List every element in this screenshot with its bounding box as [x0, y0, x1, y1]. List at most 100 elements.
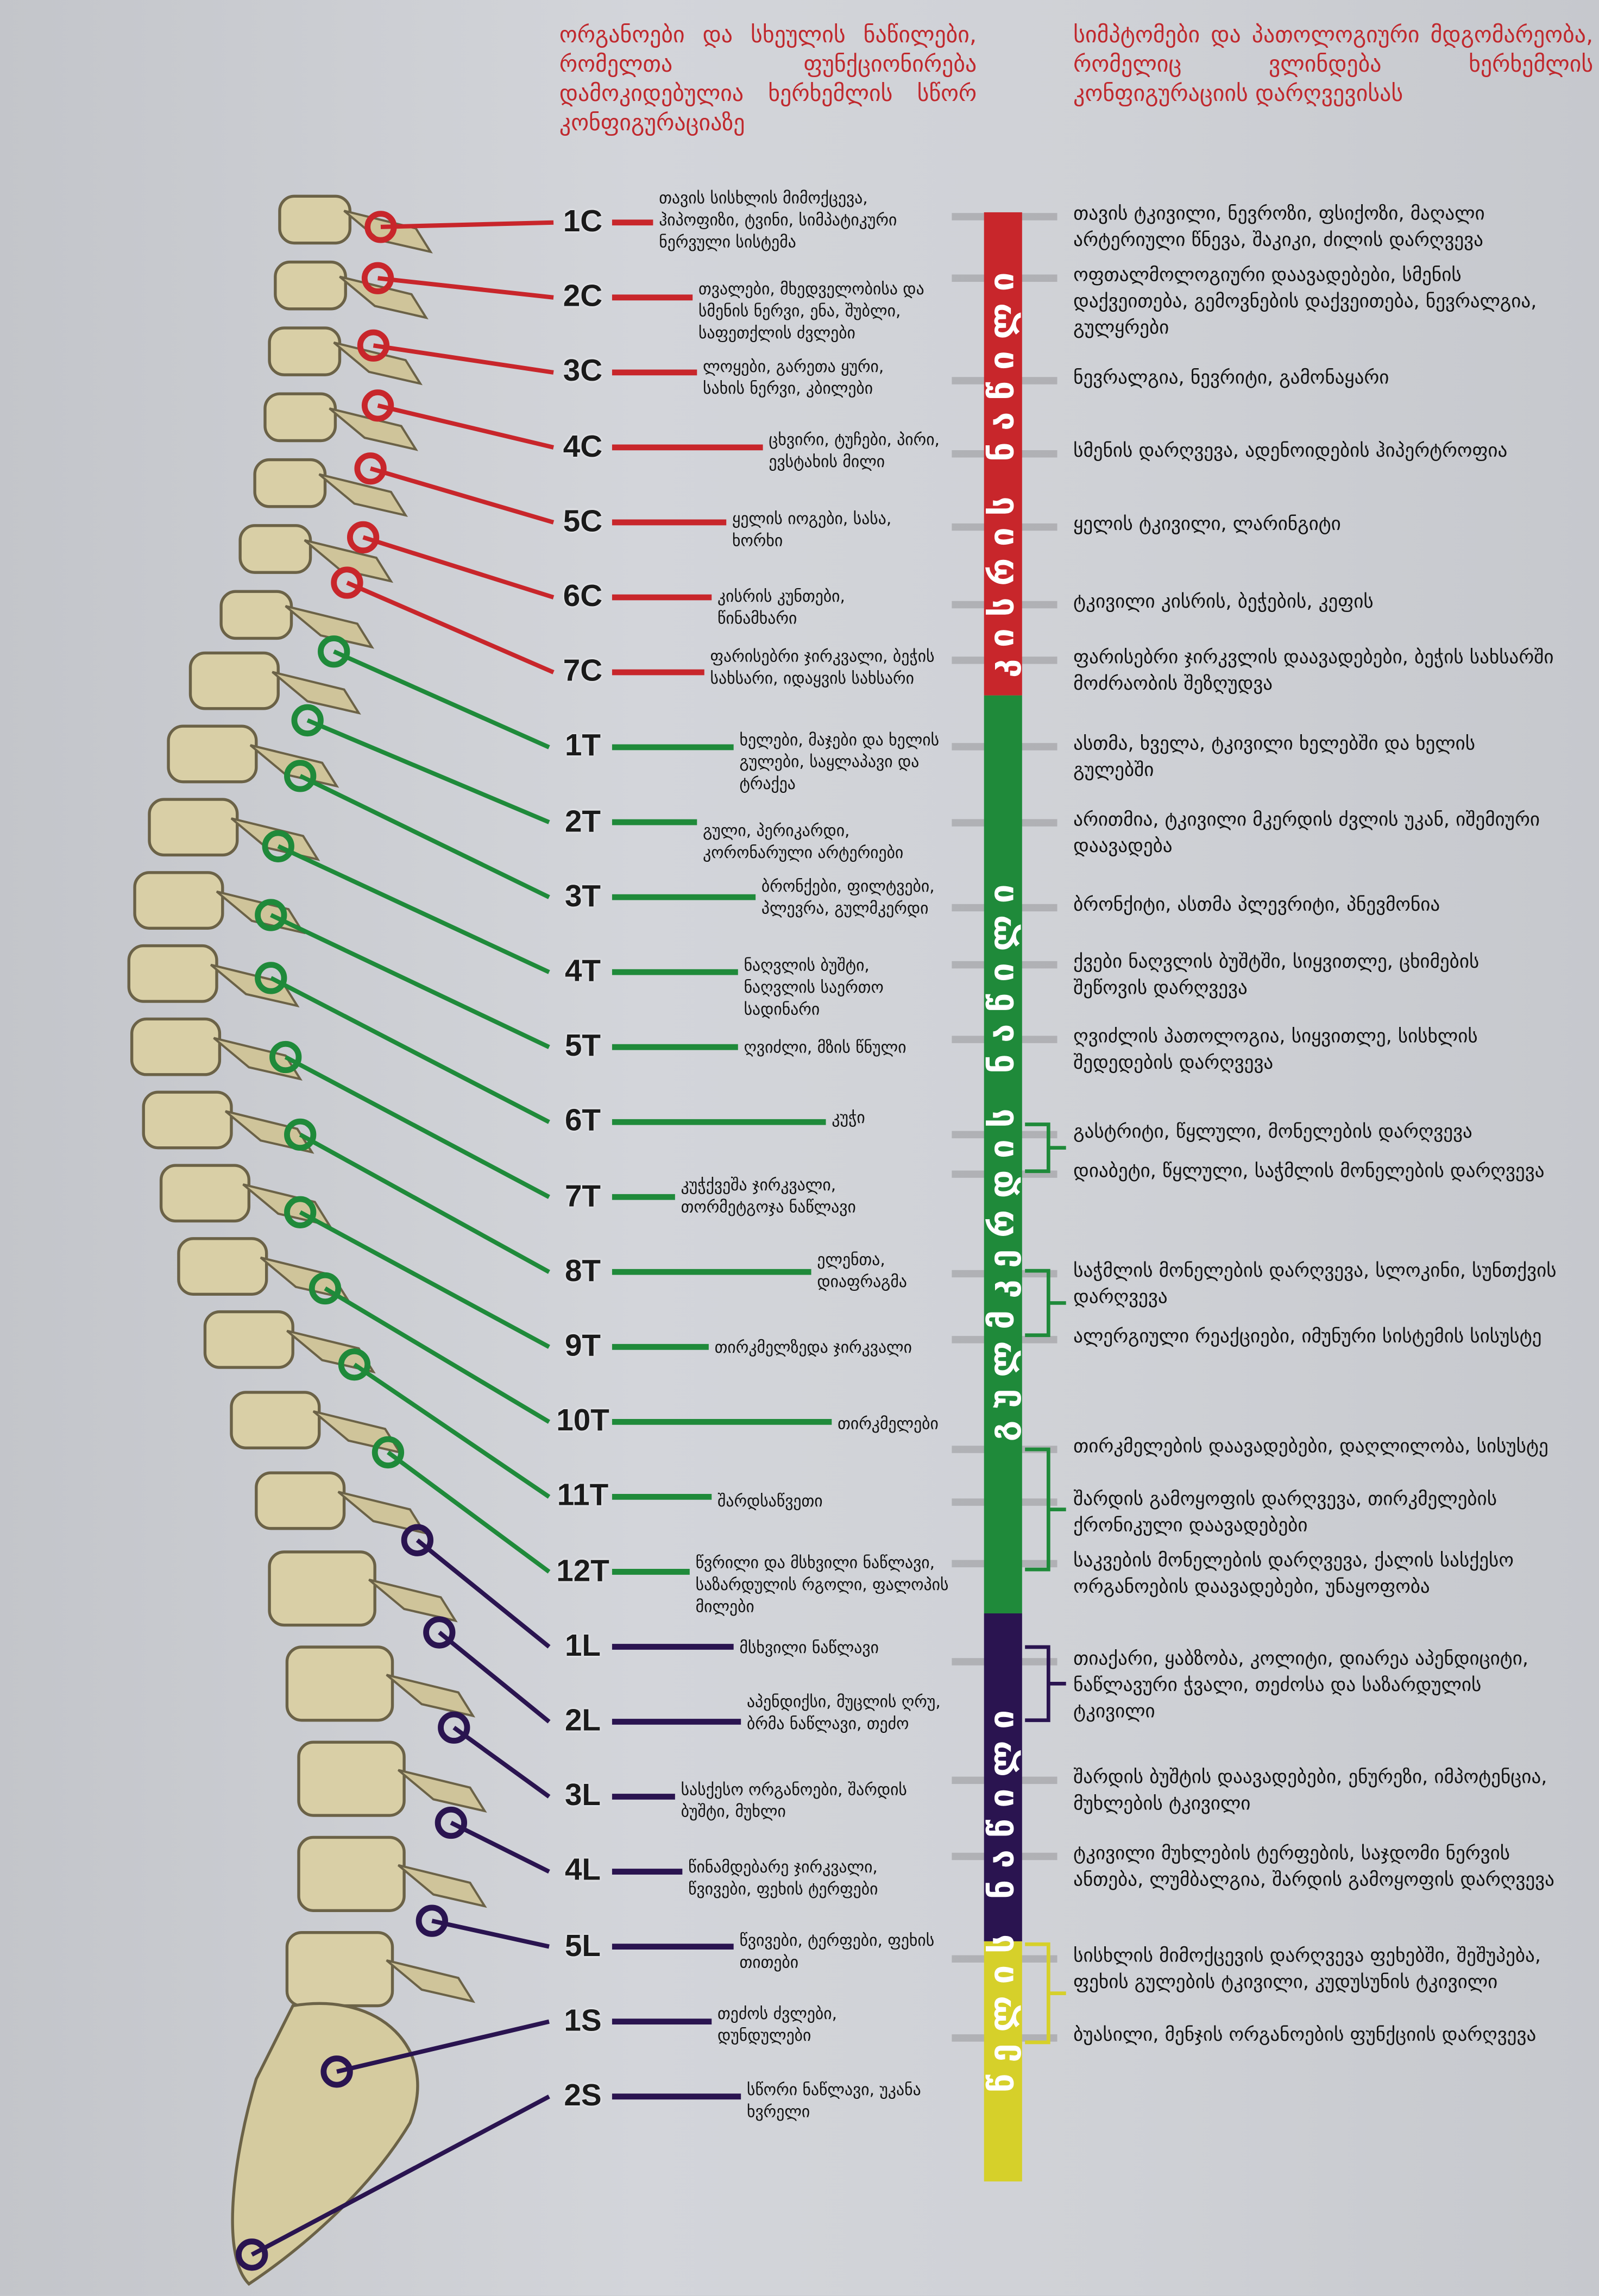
vertebra-body: [219, 590, 293, 640]
organs-text: მსხვილი ნაწლავი: [739, 1638, 879, 1657]
symptom-text: არითმია, ტკივილი მკერდის ძვლის უკან, იშე…: [1073, 809, 1540, 858]
nerve-line: [346, 581, 555, 674]
symptom-bracket: [1025, 1942, 1066, 2045]
symptom-text: ტკივილი კისრის, ბეჭების, კეფის: [1073, 591, 1374, 614]
vertebra-body: [133, 871, 224, 930]
symptom-text: სმენის დარღვევა, ადენოიდების ჰიპერტროფია: [1073, 440, 1508, 463]
symptoms-column-header: სიმპტომები და პათოლოგიური მდგომარეობა, რ…: [1073, 22, 1594, 107]
nerve-line: [333, 649, 550, 749]
vertebra-body: [274, 260, 347, 311]
nerve-line: [377, 403, 555, 450]
nerve-line: [452, 1726, 551, 1799]
spinous-process: [286, 1329, 376, 1374]
lumbar-section-bar: [984, 1613, 1022, 1941]
vertebra-marker: [338, 1348, 371, 1381]
nerve-line: [299, 1132, 550, 1274]
spinous-process: [386, 1959, 476, 2003]
vertebra-body: [203, 1310, 294, 1369]
vertebra-body: [127, 944, 218, 1003]
vertebra-marker: [361, 389, 394, 422]
organs-text: თეძოს ძვლები, დუნდულები: [717, 2004, 838, 2046]
nerve-line: [270, 913, 550, 1049]
symptom-bracket: [1025, 1447, 1066, 1572]
vertebra-label: 2T: [564, 804, 601, 838]
vertebra-marker: [269, 1040, 302, 1074]
nerve-line: [438, 1630, 551, 1724]
vertebra-marker: [364, 211, 397, 243]
organs-text: სასქესო ორგანოები, შარდის ბუშტი, მუხლი: [681, 1780, 907, 1821]
vertebra-body: [268, 1550, 376, 1627]
vertebra-label: 4T: [564, 954, 601, 988]
vertebra-marker: [255, 962, 287, 994]
vertebra-label: 3C: [563, 355, 603, 389]
nerve-line: [353, 1363, 551, 1499]
vertebra-body: [177, 1237, 268, 1296]
spinous-process: [398, 1769, 487, 1813]
spinous-process: [230, 817, 320, 861]
symptom-text: დიაბეტი, წყლული, საჭმლის მონელების დარღვ…: [1073, 1160, 1545, 1183]
nerve-line: [373, 343, 554, 375]
vertebra-marker: [291, 704, 324, 737]
thoracic-section-label: გულმკერდის ნაწილი: [984, 732, 1022, 1581]
spinous-process: [312, 1410, 402, 1454]
symptom-text: შარდის გამოყოფის დარღვევა, თირკმელების ქ…: [1073, 1488, 1497, 1537]
vertebra-label: 7C: [563, 654, 603, 689]
organs-text: გული, პერიკარდი, კორონარული არტერიები: [703, 821, 904, 862]
symptom-text: თავის ტკივილი, ნევროზი, ფსიქოზი, მაღალი …: [1073, 203, 1485, 252]
vertebra-marker: [361, 262, 394, 294]
vertebra-marker: [401, 1524, 434, 1556]
vertebra-body: [188, 651, 280, 710]
vertebra-label: 1T: [564, 729, 601, 764]
vertebra-label: 8T: [564, 1254, 601, 1288]
nerve-line: [269, 976, 550, 1124]
symptom-text: საჭმლის მონელების დარღვევა, სლოკინი, სუნ…: [1073, 1260, 1557, 1309]
vertebra-label: 12T: [556, 1554, 609, 1588]
symptom-text: ქვები ნაღვლის ბუშტში, სიყვითლე, ცხიმების…: [1073, 951, 1480, 1000]
vertebra-marker: [438, 1711, 470, 1744]
symptom-text: გასტრიტი, წყლული, მონელების დარღვევა: [1073, 1121, 1472, 1144]
vertebra-body: [297, 1835, 406, 1912]
vertebra-marker: [318, 635, 350, 668]
vertebra-body: [148, 798, 239, 857]
spinous-process: [398, 1864, 487, 1908]
nerve-line: [277, 844, 550, 974]
nerve-line: [336, 2019, 550, 2074]
symptom-text: ღვიძლის პათოლოგია, სიყვითლე, სისხლის შედ…: [1073, 1026, 1478, 1075]
vertebra-label: 6T: [564, 1104, 601, 1138]
nerve-line: [387, 1450, 551, 1574]
organs-text: ნაღვლის ბუშტი, ნაღვლის საერთო სადინარი: [744, 956, 884, 1019]
vertebra-body: [285, 1645, 394, 1722]
organs-text: წვივები, ტერფები, ფეხის თითები: [739, 1931, 935, 1972]
organs-text: ღვიძლი, მზის წნული: [744, 1038, 906, 1057]
nerve-line: [306, 718, 550, 824]
vertebra-label: 5L: [564, 1929, 601, 1963]
organs-text: თავის სისხლის მიმოქცევა, ჰიპოფიზი, ტვინი…: [659, 188, 897, 252]
organs-text: კისრის კუნთები, წინამხარი: [717, 587, 845, 628]
vertebra-marker: [284, 760, 317, 792]
nerve-line: [431, 1919, 550, 1949]
symptom-text: თიაქარი, ყაბზობა, კოლიტი, დიარეა აპენდიც…: [1073, 1648, 1529, 1724]
vertebra-marker: [416, 1904, 448, 1937]
nerve-line: [299, 774, 550, 899]
symptom-text: ფარისებრი ჯირკვლის დაავადებები, ბეჭის სა…: [1073, 647, 1554, 696]
symptom-text: ოფთალმოლოგიური დაავადებები, სმენის დაქვე…: [1073, 264, 1537, 340]
organs-text: ყელის იოგები, სასა, ხორხი: [732, 509, 892, 551]
organs-text: თვალები, მხედველობისა და სმენის ნერვი, ე…: [698, 279, 924, 343]
vertebra-marker: [284, 1196, 317, 1228]
nerve-line: [380, 220, 554, 229]
vertebra-marker: [309, 1272, 342, 1305]
vertebra-marker: [347, 521, 380, 554]
vertebra-marker: [372, 1436, 405, 1469]
nerve-line: [377, 276, 554, 300]
organs-text: ლოყები, გარეთა ყური, სახის ნერვი, კბილებ…: [703, 357, 884, 399]
vertebra-label: 5T: [564, 1029, 601, 1063]
vertebra-body: [238, 524, 312, 574]
nerve-line: [416, 1538, 551, 1649]
spinous-process: [318, 473, 408, 518]
vertebra-body: [142, 1090, 233, 1150]
nerve-line: [450, 1820, 550, 1874]
symptom-bracket: [1025, 1269, 1066, 1338]
organs-text: ცხვირი, ტუჩები, პირი, ევსტახის მილი: [769, 430, 940, 472]
symptom-text: თირკმელების დაავადებები, დაღლილობა, სისუ…: [1073, 1436, 1548, 1459]
vertebra-label: 3T: [564, 879, 601, 913]
